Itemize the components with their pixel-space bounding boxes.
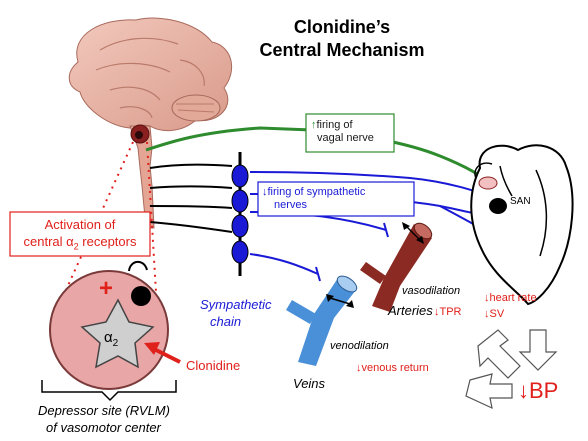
page-title: Clonidine’s Central Mechanism [232,16,452,62]
depressor-site-line-1: Depressor site (RVLM) [38,403,170,418]
alpha-subscript: 2 [112,338,119,349]
sv-down-arrow-icon: ↓ [484,308,490,320]
bp-text: BP [529,378,559,403]
title-line-1: Clonidine’s [293,17,391,37]
sympathetic-chain-line-1: Sympathetic [200,297,272,312]
activation-label-line-2-end: receptors [78,234,137,249]
title-line-2: Central Mechanism [259,40,425,60]
tpr-down-arrow-icon: ↓ [434,306,440,318]
alpha2-receptor-label: α2 [104,330,118,352]
bp-hollow-arrows [465,329,558,410]
activation-label-box [9,211,151,257]
venous-return-text: venous return [361,362,429,374]
tpr-label: ↓TPR [434,306,462,319]
vagal-label-line-1: firing of [316,119,353,131]
heart-rate-label: ↓heart rate [484,292,537,305]
vagal-up-arrow-icon: ↑ [311,119,317,131]
sv-text: SV [489,308,505,320]
sympathetic-down-arrow-icon: ↓ [262,186,268,198]
rvlm-circle [49,260,181,390]
heart-illustration [470,144,574,306]
activation-alpha-subscript: 2 [73,241,79,252]
heart-rate-down-arrow-icon: ↓ [484,292,490,304]
san-label: SAN [510,196,531,207]
bp-down-arrow-icon: ↓ [518,378,529,403]
venous-return-down-arrow-icon: ↓ [356,362,362,374]
arteries-label: Arteries [388,303,433,318]
plus-sign: + [99,275,114,302]
brain-illustration [68,17,233,229]
sympathetic-chain-line-2: chain [210,314,242,329]
sympathetic-chain [231,152,249,276]
sympathetic-label-line-1: firing of sympathetic [267,186,366,198]
alpha-symbol: α [104,329,113,346]
sympathetic-label-box [257,181,415,217]
sv-label: ↓SV [484,308,504,321]
heart-rate-text: heart rate [489,292,537,304]
vein-illustration [286,275,358,366]
vagal-label-line-2: vagal nerve [317,132,374,144]
artery-illustration [360,222,433,312]
veins-label: Veins [293,376,326,391]
sympathetic-nerves-label: ↓firing of sympathetic nerves [262,186,365,212]
depressor-site-line-2: of vasomotor center [46,420,161,435]
clonidine-label: Clonidine [186,358,241,373]
tpr-text: TPR [439,306,462,318]
depressor-site-label: Depressor site (RVLM) of vasomotor cente… [38,402,170,436]
vasodilation-label: vasodilation [402,285,461,297]
activation-label-line-1: Activation of [44,217,116,232]
sympathetic-label-line-2: nerves [274,199,308,211]
bp-label: ↓BP [518,378,558,404]
rvlm-bracket [41,380,177,402]
vagal-label-box [305,113,395,153]
vagal-label: ↑firing of vagal nerve [311,119,374,145]
venodilation-label: venodilation [330,340,389,352]
venous-return-label: ↓venous return [356,362,429,375]
activation-label-line-2: central α [23,234,74,249]
sympathetic-chain-label: Sympathetic chain [200,296,272,330]
activation-label: Activation of central α2 receptors [10,216,150,256]
